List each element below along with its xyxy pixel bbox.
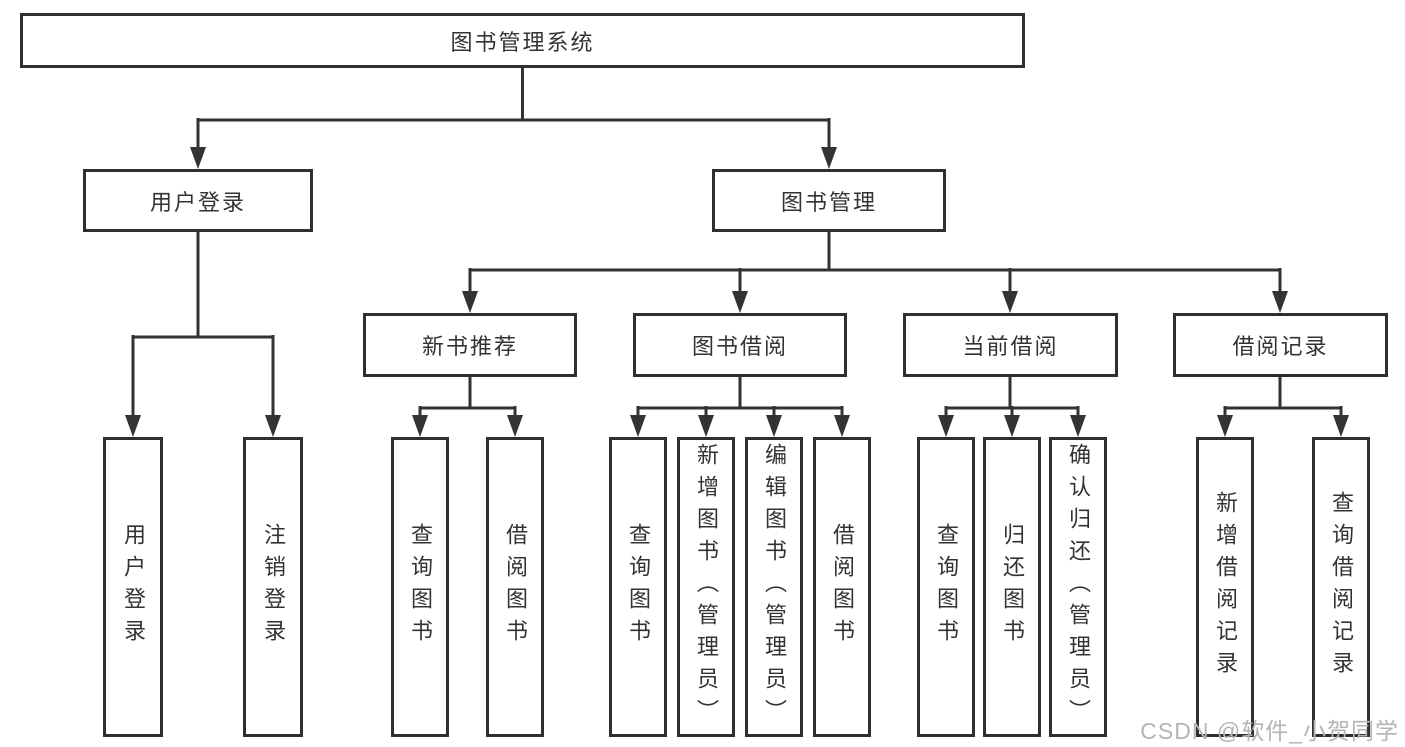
leaf-add-book-admin: 新增图书（管理员）	[677, 437, 735, 737]
node-book-management: 图书管理	[712, 169, 946, 232]
connector-root-to-level2	[190, 66, 837, 169]
node-label: 图书管理	[780, 189, 877, 215]
leaf-label: 查询图书	[408, 523, 433, 651]
connector-records-to-children	[1217, 376, 1349, 437]
leaf-label: 编辑图书（管理员）	[762, 443, 787, 731]
node-user-login: 用户登录	[83, 169, 313, 232]
leaf-query-books-recommend: 查询图书	[391, 437, 449, 737]
leaf-label: 用户登录	[121, 523, 146, 651]
leaf-label: 借阅图书	[503, 523, 528, 651]
leaf-label: 确认归还（管理员）	[1066, 443, 1091, 731]
node-label: 当前借阅	[962, 334, 1059, 359]
leaf-user-login: 用户登录	[103, 437, 163, 737]
leaf-label: 查询借阅记录	[1329, 491, 1354, 683]
leaf-add-borrow-record: 新增借阅记录	[1196, 437, 1254, 737]
node-label: 用户登录	[149, 189, 246, 215]
node-library-management-system: 图书管理系统	[20, 13, 1025, 68]
leaf-borrow-books-borrowing: 借阅图书	[813, 437, 871, 737]
node-label: 图书管理系统	[450, 29, 595, 55]
node-label: 图书借阅	[691, 334, 788, 359]
leaf-return-book: 归还图书	[983, 437, 1041, 737]
leaf-label: 借阅图书	[830, 523, 855, 651]
csdn-watermark: CSDN @软件_小贺同学	[1140, 718, 1399, 744]
leaf-label: 查询图书	[934, 523, 959, 651]
connector-current-borrow-to-children	[938, 376, 1086, 437]
node-current-borrowing: 当前借阅	[903, 313, 1118, 377]
leaf-borrow-books-recommend: 借阅图书	[486, 437, 544, 737]
node-label: 借阅记录	[1232, 334, 1329, 359]
node-borrowing-records: 借阅记录	[1173, 313, 1388, 377]
leaf-query-books-borrowing: 查询图书	[609, 437, 667, 737]
leaf-edit-book-admin: 编辑图书（管理员）	[745, 437, 803, 737]
leaf-label: 查询图书	[626, 523, 651, 651]
leaf-confirm-return-admin: 确认归还（管理员）	[1049, 437, 1107, 737]
connector-book-mgmt-to-level3	[462, 231, 1288, 313]
leaf-logout: 注销登录	[243, 437, 303, 737]
leaf-query-borrow-record: 查询借阅记录	[1312, 437, 1370, 737]
node-label: 新书推荐	[421, 334, 518, 359]
connector-book-borrow-to-children	[630, 376, 850, 437]
connector-new-book-to-children	[412, 376, 523, 437]
leaf-label: 注销登录	[261, 523, 286, 651]
leaf-query-books-current: 查询图书	[917, 437, 975, 737]
node-book-borrowing: 图书借阅	[633, 313, 847, 377]
leaf-label: 新增图书（管理员）	[694, 443, 719, 731]
leaf-label: 新增借阅记录	[1213, 491, 1238, 683]
leaf-label: 归还图书	[1000, 523, 1025, 651]
connector-user-login-to-children	[125, 231, 281, 437]
node-new-book-recommendation: 新书推荐	[363, 313, 577, 377]
